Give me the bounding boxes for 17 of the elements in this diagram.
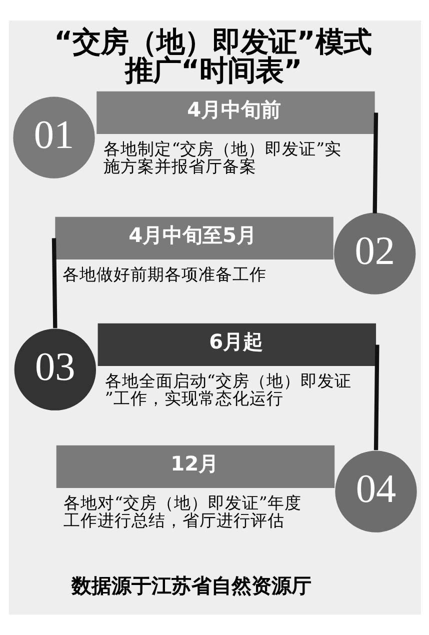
- connector: [372, 112, 378, 214]
- label: 数据源于江苏省自然资源厅: [71, 573, 312, 598]
- node-circle: 01: [12, 96, 94, 178]
- node-circle: 03: [14, 328, 96, 410]
- node-box: 12月: [56, 445, 334, 488]
- connector: [51, 238, 57, 328]
- node-label: 各地全面启动“交房（地）即发证”工作，实现常态化运行: [104, 371, 351, 408]
- node-box: 4月中旬至5月: [54, 216, 333, 260]
- node-label: 各地制定“交房（地）即发证”实施方案并报省厅备案: [103, 139, 342, 176]
- node-circle: 02: [333, 212, 416, 294]
- connector: [373, 344, 379, 450]
- node-label: 各地对“交房（地）即发证”年度工作进行总结，省厅进行评估: [62, 493, 301, 530]
- diagram-title: “交房（地）即发证”模式推广“时间表”: [53, 25, 371, 87]
- node-box: 4月中旬前: [96, 91, 374, 134]
- node-box: 6月起: [97, 323, 376, 366]
- node-circle: 04: [334, 450, 416, 532]
- node-label: 各地做好前期各项准备工作: [62, 264, 266, 284]
